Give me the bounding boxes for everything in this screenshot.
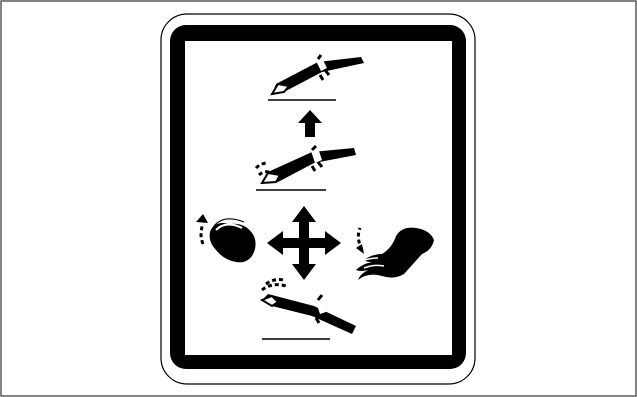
control-decal-diagram [0, 0, 637, 397]
figure-frame [0, 0, 637, 397]
